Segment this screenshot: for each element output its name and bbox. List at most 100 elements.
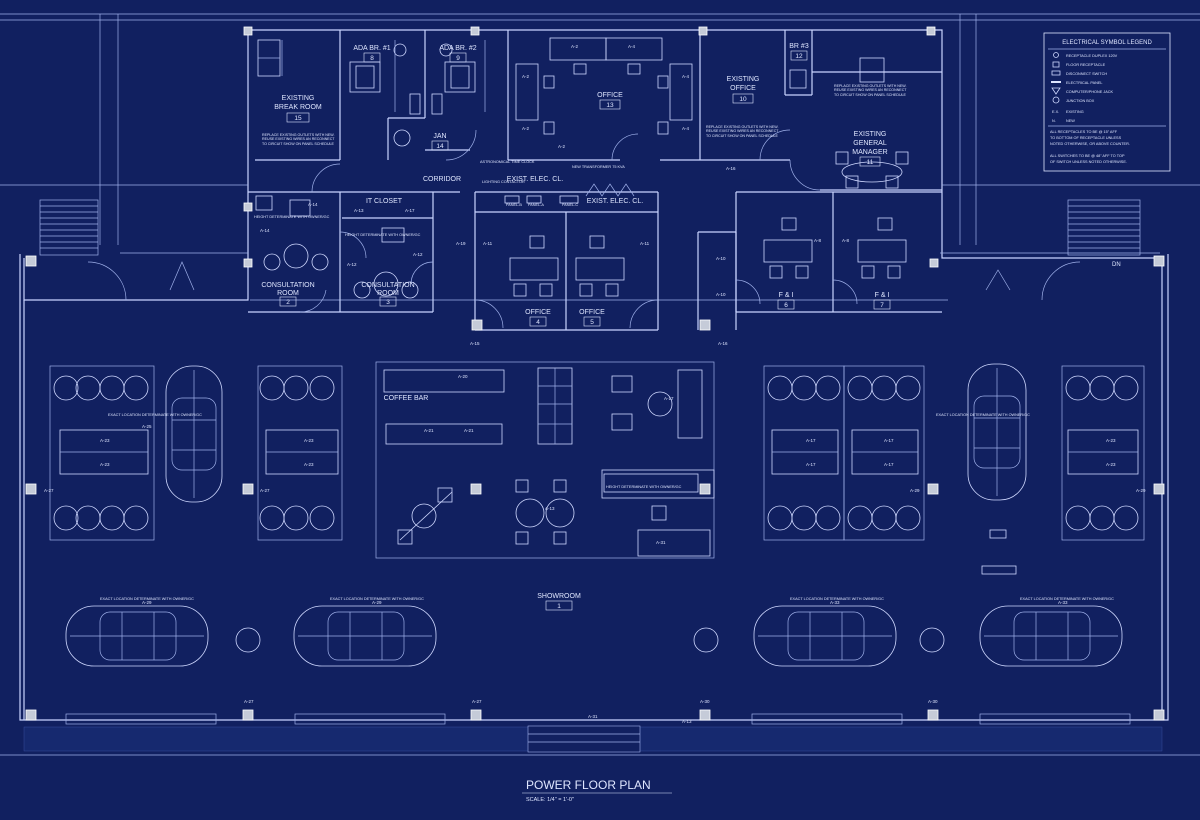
room-label: ADA BR. #1 <box>353 45 390 52</box>
svg-text:A-8: A-8 <box>842 238 850 243</box>
room-label: MANAGER <box>852 149 887 156</box>
svg-text:A-23: A-23 <box>100 462 110 467</box>
svg-text:A-29: A-29 <box>142 600 152 605</box>
column <box>25 255 37 267</box>
svg-text:A-27: A-27 <box>472 699 482 704</box>
svg-text:A-20: A-20 <box>458 374 468 379</box>
svg-text:A-23: A-23 <box>1106 462 1116 467</box>
svg-text:A-13: A-13 <box>545 506 555 511</box>
column <box>927 483 939 495</box>
svg-text:A-10: A-10 <box>716 292 726 297</box>
column <box>470 709 482 721</box>
height-note: HEIGHT DETERMINATE WITH OWNER/GC <box>606 485 682 489</box>
column <box>1153 255 1165 267</box>
offices-4-5: OFFICE 4 OFFICE 5 A-11 A-11 A-19 A-15 <box>456 235 650 346</box>
legend-item: JUNCTION BOX <box>1052 96 1095 104</box>
svg-text:1: 1 <box>557 603 561 610</box>
room-label: BREAK ROOM <box>274 104 322 111</box>
legend-item: COMPUTER/PHONE JACK <box>1051 87 1114 95</box>
column <box>25 709 37 721</box>
plan-scale: SCALE: 1/4" = 1'-0" <box>526 797 574 803</box>
svg-text:A-23: A-23 <box>304 438 314 443</box>
column <box>243 26 253 36</box>
junction-box-icon <box>1052 96 1060 104</box>
svg-text:SHOWROOM: SHOWROOM <box>537 593 581 600</box>
column <box>929 258 939 268</box>
stairs-left <box>39 199 99 256</box>
svg-text:NEW: NEW <box>1066 119 1075 123</box>
column <box>699 319 711 331</box>
replace-outlets-note: REPLACE EXISTING OUTLETS WITH NEW. REUSE… <box>834 84 907 97</box>
column <box>242 709 254 721</box>
svg-text:A-2: A-2 <box>522 126 530 131</box>
room-label: F & I <box>875 292 890 299</box>
room-label: ROOM <box>377 290 399 297</box>
exist-elec-label: EXIST. ELEC. CL. <box>507 176 563 183</box>
svg-text:A-11: A-11 <box>483 241 493 246</box>
room-number: 11 <box>867 159 874 166</box>
room-label: OFFICE <box>525 309 551 316</box>
office-13: OFFICE 13 A-2 A-4 A-2 A-2 A-4 A-4 A-2 <box>515 37 693 149</box>
svg-text:A-10: A-10 <box>716 256 726 261</box>
receptacle-duplex-icon <box>1053 52 1059 58</box>
sales-desks-left: A-23 A-23 A-27 A-23 A-23 A-27 A-25 <box>44 365 343 541</box>
svg-text:A-17: A-17 <box>664 396 674 401</box>
svg-text:A-14: A-14 <box>260 228 270 233</box>
legend-note: TO BOTTOM OF RECEPTACLE UNLESS <box>1050 136 1122 140</box>
room-number: 9 <box>456 55 460 62</box>
column <box>242 483 254 495</box>
legend-title: ELECTRICAL SYMBOL LEGEND <box>1062 40 1152 46</box>
car-horizontal-2 <box>293 605 437 667</box>
room-number: 14 <box>436 143 444 150</box>
svg-text:A-4: A-4 <box>682 126 690 131</box>
svg-text:A-30: A-30 <box>700 699 710 704</box>
svg-text:A-12: A-12 <box>413 252 423 257</box>
coffee-bar-label: COFFEE BAR <box>384 395 429 402</box>
height-note: HEIGHT DETERMINATE WITH OWNER/GC <box>345 233 421 237</box>
column <box>470 26 480 36</box>
room-number: 13 <box>606 102 614 109</box>
room-number: 6 <box>784 302 788 309</box>
room-label: ROOM <box>277 290 299 297</box>
svg-text:A-29: A-29 <box>1136 488 1146 493</box>
svg-text:A-23: A-23 <box>304 462 314 467</box>
column <box>698 26 708 36</box>
display-cars: EXACT LOCATION DETERMINATE WITH OWNER/GC… <box>65 363 1123 667</box>
column <box>470 483 482 495</box>
showroom-label: SHOWROOM 1 <box>537 593 581 611</box>
legend-item: DISCONNECT SWITCH <box>1051 70 1107 76</box>
exact-location-note: EXACT LOCATION DETERMINATE WITH OWNER/GC <box>936 413 1030 417</box>
room-label: CONSULTATION <box>361 282 414 289</box>
svg-text:A-15: A-15 <box>470 341 480 346</box>
svg-text:A-31: A-31 <box>656 540 666 545</box>
room-label: OFFICE <box>730 85 756 92</box>
lounge-area: COFFEE BAR HEIGHT DETERMINATE WITH OWNER… <box>375 361 715 559</box>
car-horizontal-3 <box>753 605 897 667</box>
lighting-contactor-label: LIGHTING CONTACTOR <box>482 180 525 184</box>
floor-receptacle-icon <box>1052 61 1060 68</box>
height-note: HEIGHT DETERMINATE WITH OWNER/GC <box>254 215 330 219</box>
svg-text:A-13: A-13 <box>354 208 364 213</box>
svg-text:A-16: A-16 <box>726 166 736 171</box>
column <box>699 709 711 721</box>
corridor-label: CORRIDOR <box>423 176 461 183</box>
svg-text:COMPUTER/PHONE JACK: COMPUTER/PHONE JACK <box>1066 90 1114 94</box>
exact-location-note: EXACT LOCATION DETERMINATE WITH OWNER/GC <box>1020 597 1114 601</box>
column <box>243 202 253 212</box>
storefront <box>0 713 1200 756</box>
replace-outlets-note: REPLACE EXISTING OUTLETS WITH NEW. REUSE… <box>706 125 779 138</box>
room-number: 12 <box>795 53 803 60</box>
column <box>1153 483 1165 495</box>
room-label: BR #3 <box>789 43 809 50</box>
column <box>25 483 37 495</box>
svg-text:RECEPTACLE DUPLEX 120V: RECEPTACLE DUPLEX 120V <box>1066 54 1118 58</box>
legend-note: ALL RECEPTACLES TO BE @ 15" AFF <box>1050 130 1118 134</box>
svg-text:A-33: A-33 <box>830 600 840 605</box>
legend-item: E.X. EXISTING <box>1052 110 1084 114</box>
svg-text:A-27: A-27 <box>44 488 54 493</box>
back-of-house-walls <box>248 30 942 331</box>
room-label: EXISTING <box>282 95 315 102</box>
room-label: OFFICE <box>579 309 605 316</box>
column <box>699 483 711 495</box>
